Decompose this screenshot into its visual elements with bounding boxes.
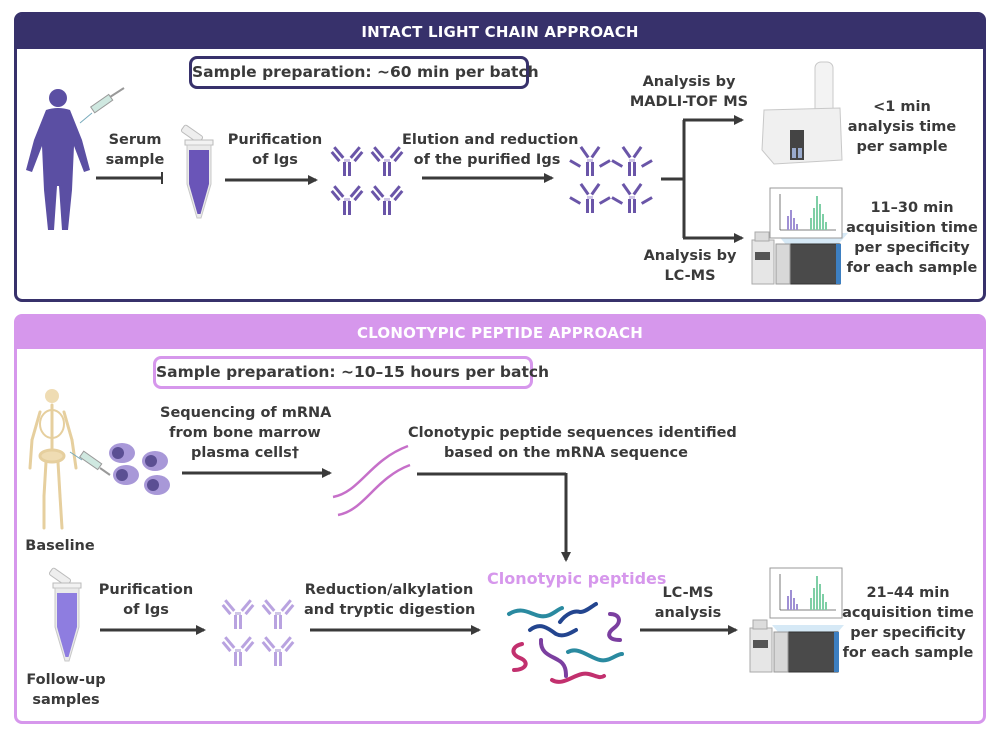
lcms-analysis-label: Analysis by LC-MS — [643, 248, 737, 284]
light-chain-icon — [611, 183, 653, 213]
antibody-icon — [260, 599, 296, 629]
mass-spectrum-icon — [769, 187, 843, 239]
followup-label: Follow-up samples — [26, 672, 106, 708]
purification-label: Purification of Igs — [98, 582, 194, 618]
sample-prep-badge: Sample preparation: ~10–15 hours per bat… — [153, 356, 549, 389]
antibody-icon — [369, 185, 405, 215]
peptides-icon — [507, 602, 624, 684]
serum-sample-label: Serum sample — [105, 132, 165, 168]
antibody-icon — [329, 185, 365, 215]
clonotypic-peptide-panel: CLONOTYPIC PEPTIDE APPROACH — [14, 314, 986, 724]
antibody-icon — [369, 146, 405, 176]
light-chain-icon — [611, 146, 653, 176]
lcms-time-label: 21–44 min acquisition time per specifici… — [842, 585, 974, 661]
plasma-cells-icon — [109, 443, 170, 495]
maldi-analysis-label: Analysis by MADLI-TOF MS — [629, 74, 749, 110]
antibody-icon — [329, 146, 365, 176]
antibody-icon-group — [220, 599, 296, 666]
human-icon — [26, 89, 90, 230]
reduction-label: Reduction/alkylation and tryptic digesti… — [304, 582, 476, 618]
baseline-label: Baseline — [25, 538, 95, 554]
branch-arrows — [661, 115, 744, 243]
panel-header — [17, 15, 983, 49]
panel-header — [17, 317, 983, 349]
sequencing-label: Sequencing of mRNA from bone marrow plas… — [160, 405, 332, 461]
panel-title: CLONOTYPIC PEPTIDE APPROACH — [356, 324, 644, 342]
antibody-icon — [220, 599, 256, 629]
light-chain-icon — [569, 146, 611, 176]
lcms-analysis-label: LC-MS analysis — [654, 585, 722, 621]
mrna-icon — [332, 444, 411, 517]
identified-arrow — [417, 472, 571, 562]
syringe-icon — [79, 87, 125, 124]
antibody-icon-group — [329, 146, 405, 215]
skeleton-icon — [28, 389, 78, 530]
maldi-tof-icon — [761, 61, 843, 165]
lcms-time-label: 11–30 min acquisition time per specifici… — [846, 200, 978, 276]
antibody-icon — [220, 636, 256, 666]
light-chain-icon-group — [569, 146, 653, 213]
light-chain-icon — [569, 183, 611, 213]
maldi-time-label: <1 min analysis time per sample — [847, 99, 957, 155]
elution-label: Elution and reduction of the purified Ig… — [402, 132, 579, 168]
clonotypic-peptides-title: Clonotypic peptides — [487, 569, 667, 588]
mass-spectrum-icon — [769, 567, 843, 619]
sample-prep-badge: Sample preparation: ~60 min per batch — [189, 56, 539, 89]
tube-icon — [180, 123, 214, 219]
tube-icon — [48, 566, 82, 662]
panel-title: INTACT LIGHT CHAIN APPROACH — [361, 23, 639, 41]
purification-label: Purification of Igs — [227, 132, 323, 168]
intact-light-chain-panel: INTACT LIGHT CHAIN APPROACH — [14, 12, 986, 302]
syringe-icon — [69, 450, 111, 476]
antibody-icon — [260, 636, 296, 666]
identified-label: Clonotypic peptide sequences identified … — [408, 425, 737, 461]
